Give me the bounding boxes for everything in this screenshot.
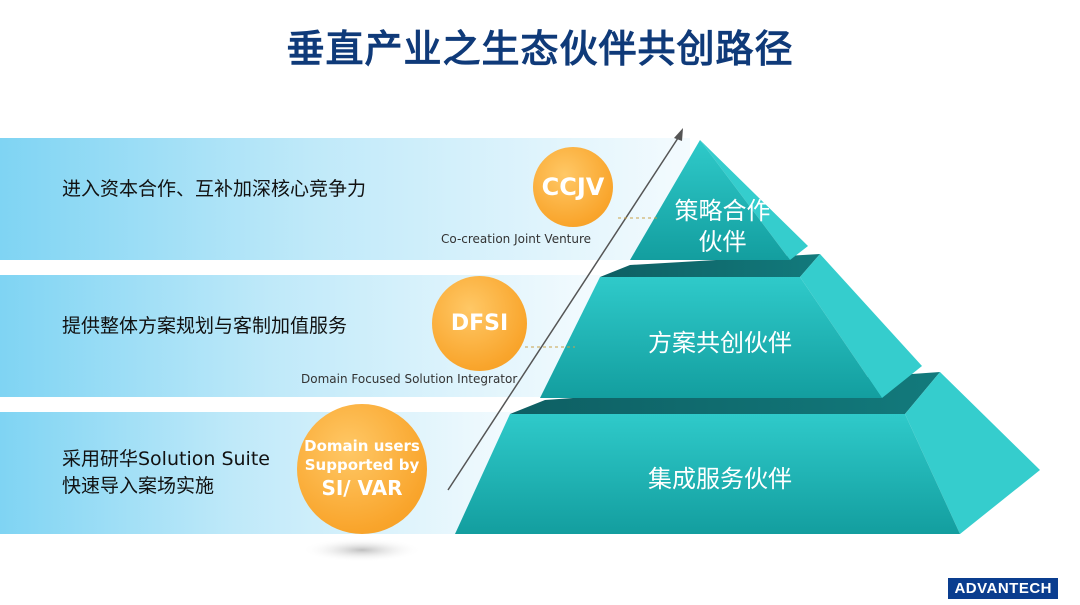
pyramid-tier-2-side [800,254,922,398]
tier-1-description: 进入资本合作、互补加深核心竞争力 [62,178,367,200]
pyramid-label-tier-1-line1: 策略合作 [674,197,771,225]
pyramid-label-tier-2: 方案共创伙伴 [648,329,792,357]
pyramid-label-tier-1-line2: 伙伴 [698,228,747,256]
pyramid-label-tier-3: 集成服务伙伴 [648,465,792,493]
si-var-badge-line3: SI/ VAR [321,476,403,500]
pyramid-tier-1-side [700,140,808,260]
dfsi-badge-label: DFSI [450,311,509,336]
advantech-logo: ADVANTECH [948,578,1058,599]
pyramid-tier-3-face [455,414,960,534]
pyramid-tier-3-side [905,372,1040,534]
ccjv-badge: CCJV [533,147,613,227]
growth-arrow-head [674,128,683,141]
tier-2-description: 提供整体方案规划与客制加值服务 [62,315,348,337]
dfsi-badge: DFSI [432,276,527,371]
pyramid-tier-2-face [540,277,882,398]
band-3 [0,412,520,534]
si-var-badge-line2: Supported by [304,456,420,474]
si-var-badge: Domain users Supported by SI/ VAR [297,404,427,534]
ccjv-badge-label: CCJV [541,173,605,201]
pyramid-label-tier-1: 策略合作 伙伴 [650,196,795,258]
tier-3-description-line1: 采用研华Solution Suite [62,448,270,470]
growth-arrow-line [447,134,681,491]
dfsi-caption: Domain Focused Solution Integrator [301,372,518,386]
ccjv-caption: Co-creation Joint Venture [441,232,592,246]
badge-shadow [302,538,422,562]
tier-3-description-line2: 快速导入案场实施 [62,475,215,497]
tier-3-description: 采用研华Solution Suite 快速导入案场实施 [62,446,270,500]
page-title: 垂直产业之生态伙伴共创路径 [286,27,794,71]
pyramid-tier-1-face [630,140,790,260]
si-var-badge-line1: Domain users [304,437,420,455]
